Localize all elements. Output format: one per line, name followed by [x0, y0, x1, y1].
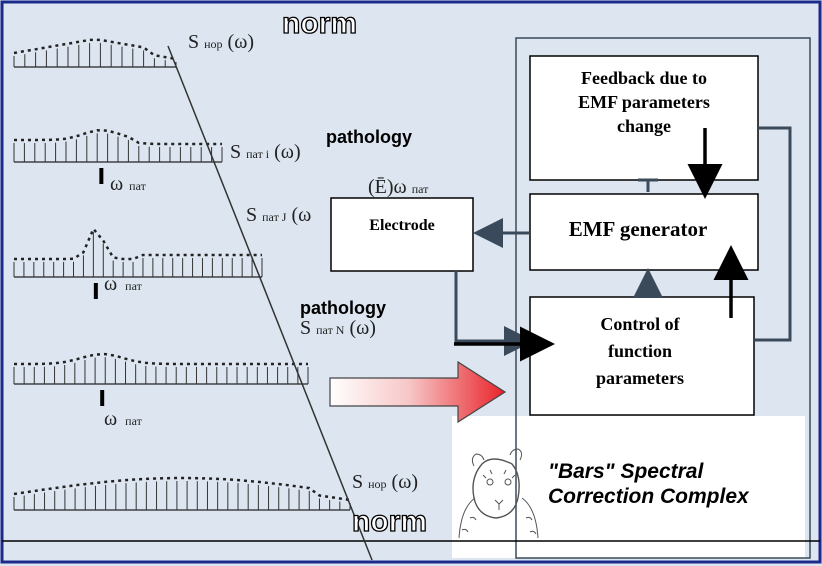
spectrum-envelope [14, 129, 222, 146]
svg-text:Correction Complex: Correction Complex [548, 485, 750, 508]
emf-generator-box: EMF generator [529, 193, 759, 271]
svg-text:Electrode: Electrode [369, 217, 434, 234]
spectra-layer [13, 38, 351, 511]
snow-leopard-image [458, 448, 539, 539]
diagonal-line [167, 45, 373, 561]
feedback-loop-line [754, 126, 792, 342]
red-input-arrow [329, 360, 507, 424]
pathology-label-2: pathology [300, 298, 386, 318]
spectrum-envelope [13, 476, 351, 502]
svg-text:"Bars" Spectral: "Bars" Spectral [548, 460, 704, 483]
svg-text:EMF generator: EMF generator [569, 217, 708, 241]
caption-area [452, 416, 805, 558]
svg-text:EMF parameters: EMF parameters [578, 92, 710, 112]
svg-text:Feedback due to: Feedback due to [581, 68, 707, 88]
spectrum-3 [13, 226, 263, 299]
pathology-label-1: pathology [326, 127, 412, 147]
arrow-electrode-to-control [454, 271, 534, 356]
spectrum-5 [13, 476, 351, 511]
feedback-box: Feedback due to EMF parameters change [529, 55, 759, 181]
spectrum-2 [13, 129, 223, 184]
system-outline [515, 37, 811, 559]
svg-text:parameters: parameters [596, 368, 684, 388]
spectrum-envelope [14, 352, 308, 366]
norm-label-bottom: norm [352, 505, 427, 538]
svg-text:Control of: Control of [600, 314, 680, 334]
electrode-box: Electrode [330, 197, 474, 272]
caption: "Bars" Spectral Correction Complex [548, 460, 750, 508]
spectrum-envelope [14, 226, 262, 261]
svg-text:function: function [608, 341, 672, 361]
svg-text:change: change [617, 116, 671, 136]
spectrum-4 [13, 352, 309, 406]
control-box: Control of function parameters [529, 296, 755, 416]
norm-label-top: norm [282, 7, 357, 40]
spectrum-1 [13, 38, 177, 68]
